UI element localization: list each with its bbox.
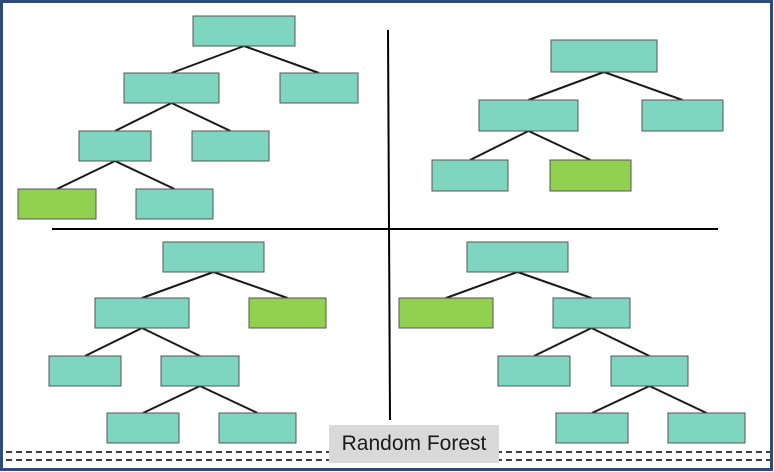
- tree-top-right-edge-a-b: [528, 71, 605, 101]
- tree-bottom-left-node-g: [218, 412, 297, 444]
- tree-top-right-node-a: [550, 39, 658, 73]
- tree-top-left-edge-a-b: [171, 45, 245, 74]
- tree-top-left-edge-b-e: [171, 102, 231, 132]
- tree-bottom-right-edge-a-b: [445, 271, 518, 299]
- tree-top-left-node-e: [191, 130, 270, 162]
- tree-top-left-edge-d-f: [56, 160, 116, 190]
- tree-top-left-edge-a-c: [243, 45, 320, 74]
- tree-top-left-node-a: [192, 15, 296, 47]
- tree-bottom-left-node-d: [48, 355, 122, 387]
- tree-top-left-node-f-highlighted: [17, 188, 97, 220]
- tree-bottom-left-node-c-highlighted: [248, 297, 327, 329]
- tree-bottom-right-edge-a-c: [517, 271, 592, 299]
- tree-bottom-right-node-a: [466, 241, 569, 273]
- tree-top-right-node-c: [641, 99, 724, 132]
- tree-top-right-node-e-highlighted: [549, 159, 632, 192]
- tree-bottom-left-node-f: [106, 412, 180, 444]
- tree-bottom-left-node-e: [160, 355, 240, 387]
- tree-top-left-edge-b-d: [114, 102, 172, 132]
- tree-top-right-edge-a-c: [603, 71, 683, 101]
- tree-bottom-left-edge-b-d: [84, 327, 143, 357]
- tree-bottom-right-node-c: [552, 297, 631, 329]
- tree-top-right-node-b: [478, 99, 579, 132]
- tree-top-right-edge-b-d: [469, 130, 529, 161]
- tree-bottom-right-edge-e-g: [649, 385, 707, 414]
- tree-bottom-right-edge-c-d: [533, 327, 592, 357]
- tree-bottom-left-edge-e-f: [142, 385, 201, 414]
- tree-bottom-right-edge-e-f: [591, 385, 650, 414]
- tree-top-left-node-b: [123, 72, 220, 104]
- tree-bottom-right-node-e: [610, 355, 689, 387]
- tree-top-left-node-d: [78, 130, 152, 162]
- tree-bottom-left-edge-e-g: [199, 385, 258, 414]
- tree-bottom-right-node-b-highlighted: [398, 297, 494, 329]
- tree-bottom-left-edge-a-c: [213, 271, 288, 299]
- tree-bottom-left-edge-b-e: [141, 327, 201, 357]
- tree-top-left-node-g: [135, 188, 214, 220]
- vertical-divider: [387, 29, 391, 421]
- caption-label: Random Forest: [329, 425, 499, 463]
- tree-bottom-right-node-f: [555, 412, 629, 444]
- tree-bottom-left-node-b: [94, 297, 190, 329]
- tree-bottom-right-node-d: [497, 355, 571, 387]
- tree-bottom-left-node-a: [162, 241, 265, 273]
- tree-top-left-node-c: [279, 72, 359, 104]
- tree-top-right-edge-b-e: [528, 130, 591, 161]
- tree-top-left-edge-d-g: [114, 160, 175, 190]
- tree-bottom-right-node-g: [667, 412, 746, 444]
- tree-bottom-left-edge-a-b: [141, 271, 214, 299]
- tree-top-right-node-d: [431, 159, 509, 192]
- tree-bottom-right-edge-c-e: [591, 327, 650, 357]
